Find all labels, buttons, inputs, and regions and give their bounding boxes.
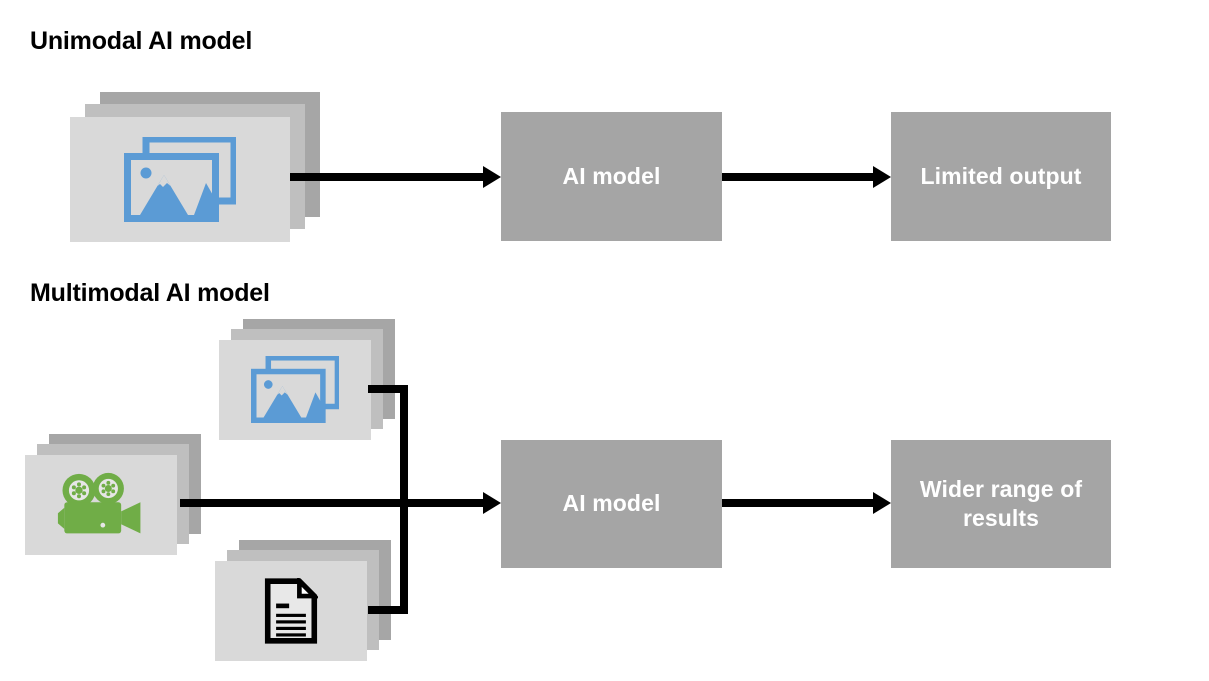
process-box-ai-model-multimodal[interactable]: AI model <box>501 440 722 568</box>
connector-input-to-model-unimodal <box>290 173 484 181</box>
process-box-ai-model-unimodal[interactable]: AI model <box>501 112 722 241</box>
image-icon <box>70 117 290 242</box>
output-box-label-line-1: Wider range of <box>919 475 1083 502</box>
output-box-label: Limited output <box>920 162 1082 189</box>
connector-model-to-output-unimodal <box>722 173 874 181</box>
output-box-limited-output[interactable]: Limited output <box>891 112 1111 241</box>
connector-input-to-model-multimodal <box>180 499 484 507</box>
output-box-label: Wider range of results <box>908 475 1094 534</box>
process-box-label: AI model <box>562 162 661 189</box>
arrow-head-to-output-unimodal <box>873 166 891 188</box>
input-card-stack-video-multimodal[interactable] <box>25 434 220 559</box>
document-icon <box>215 561 367 661</box>
input-card-stack-image-unimodal[interactable] <box>70 92 320 242</box>
section-title-unimodal: Unimodal AI model <box>30 27 253 55</box>
connector-image-stub-multimodal <box>368 385 408 393</box>
arrow-head-to-model-unimodal <box>483 166 501 188</box>
image-icon <box>219 340 371 440</box>
output-box-label-line-2: results <box>962 505 1040 531</box>
output-box-wider-range-of-results[interactable]: Wider range of results <box>891 440 1111 568</box>
process-box-label: AI model <box>562 490 661 517</box>
arrow-head-to-model-multimodal <box>483 492 501 514</box>
section-title-multimodal: Multimodal AI model <box>30 279 270 307</box>
video-camera-icon <box>25 455 177 555</box>
input-card-stack-image-multimodal[interactable] <box>219 319 414 444</box>
arrow-head-to-output-multimodal <box>873 492 891 514</box>
connector-document-stub-multimodal <box>368 606 408 614</box>
input-card-stack-document-multimodal[interactable] <box>215 540 410 665</box>
connector-model-to-output-multimodal <box>722 499 874 507</box>
